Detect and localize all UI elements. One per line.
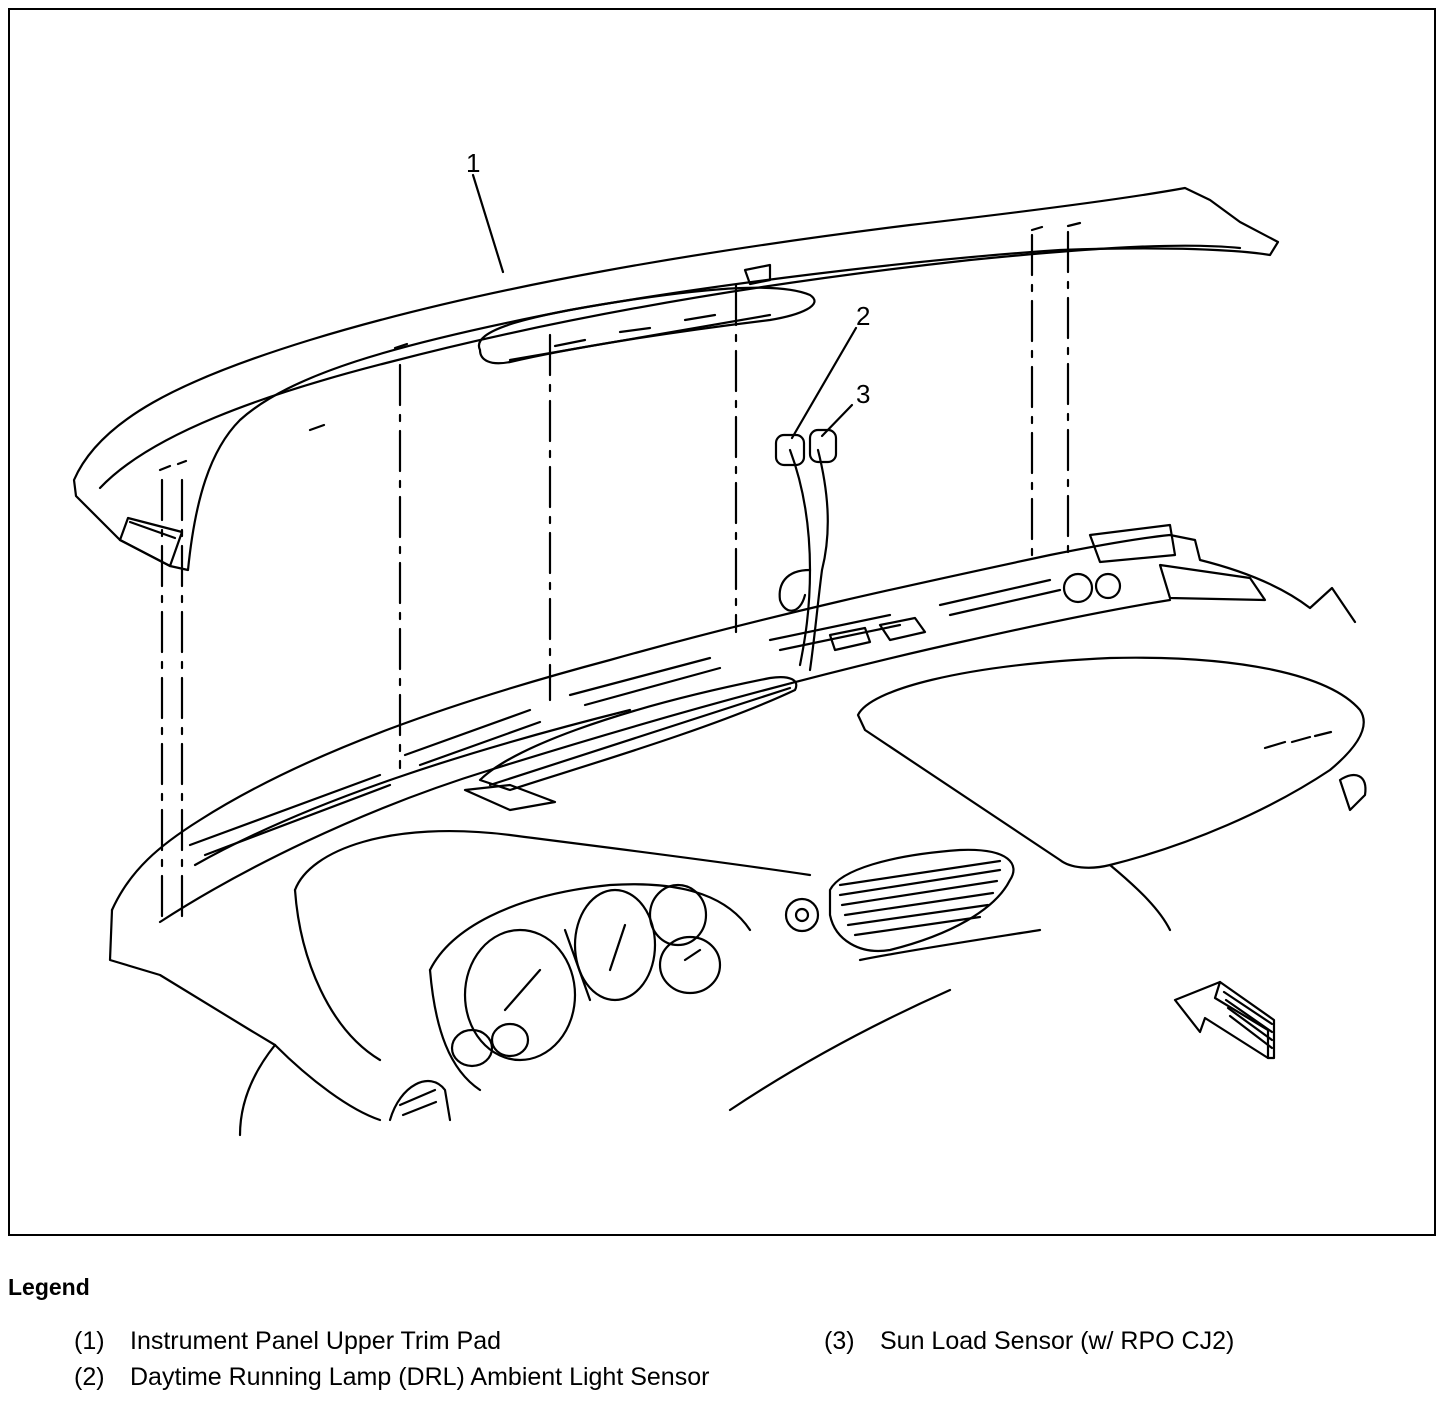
legend-item-1: (1) Instrument Panel Upper Trim Pad xyxy=(74,1326,754,1356)
callout-1: 1 xyxy=(466,148,480,178)
legend-number: (2) xyxy=(74,1363,105,1391)
legend-label: Daytime Running Lamp (DRL) Ambient Light… xyxy=(130,1363,710,1391)
legend-item-3: (3) Sun Load Sensor (w/ RPO CJ2) xyxy=(824,1326,1424,1356)
callout-3: 3 xyxy=(856,379,870,409)
sensor-harness xyxy=(774,428,838,672)
instrument-panel-body xyxy=(108,523,1357,1137)
legend-number: (3) xyxy=(824,1327,855,1355)
cluster-area xyxy=(293,773,1367,1122)
legend-label: Sun Load Sensor (w/ RPO CJ2) xyxy=(880,1327,1235,1355)
upper-trim-pad xyxy=(72,186,1280,572)
legend-item-2: (2) Daytime Running Lamp (DRL) Ambient L… xyxy=(74,1362,714,1422)
leader-lines xyxy=(471,173,858,440)
callout-2: 2 xyxy=(856,301,870,331)
alignment-lines xyxy=(160,230,1070,924)
view-arrow xyxy=(1173,980,1276,1060)
airbag-door xyxy=(856,656,1365,869)
legend-label: Instrument Panel Upper Trim Pad xyxy=(130,1327,501,1355)
diagram-frame: 1 2 3 xyxy=(8,8,1436,1236)
legend-number: (1) xyxy=(74,1327,105,1355)
instrument-panel-diagram: 1 2 3 xyxy=(72,148,1367,1137)
legend-title: Legend xyxy=(8,1274,90,1300)
